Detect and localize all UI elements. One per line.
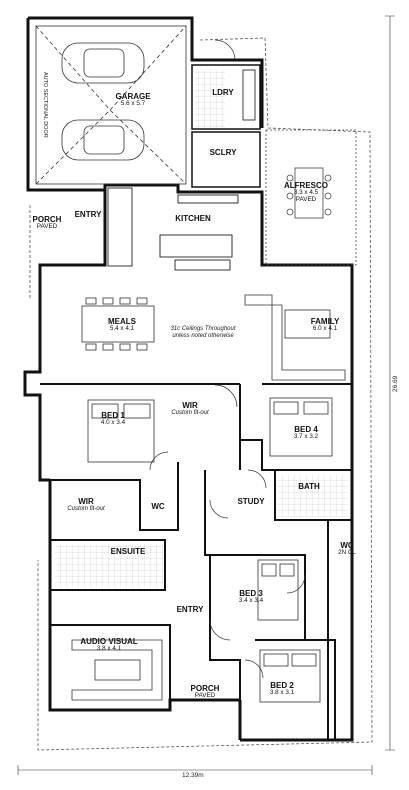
- kitchen: [107, 187, 239, 271]
- dimension-lines: [17, 15, 395, 775]
- site-boundary: [29, 37, 373, 751]
- audio-visual-sofa: [71, 639, 163, 701]
- kitchen-label: KITCHEN: [175, 214, 211, 223]
- ceilings-note: 31c Ceilings Throughout unless noted oth…: [170, 326, 236, 339]
- entry-top-label: ENTRY: [74, 210, 102, 219]
- laundry-tiles: [195, 70, 225, 128]
- scullery-label: SCLRY: [209, 148, 237, 157]
- meals-table: [81, 297, 155, 351]
- bath-tiles: [278, 475, 348, 517]
- alfresco: [265, 129, 357, 266]
- interior-walls: [40, 383, 352, 740]
- garage-door-note: AUTO SECTIONAL DOOR: [42, 72, 48, 138]
- garage: [35, 25, 187, 185]
- laundry-label: LDRY: [212, 88, 234, 97]
- exterior-walls: [23, 16, 354, 742]
- car-icon: [61, 119, 145, 161]
- bed-furniture: [87, 397, 333, 703]
- entry-main-label: ENTRY: [176, 605, 204, 614]
- car-icon: [61, 42, 145, 84]
- service-area: [191, 64, 261, 188]
- bath-label: BATH: [298, 482, 320, 491]
- width-dimension: 12.39m: [182, 772, 204, 779]
- ensuite-label: ENSUITE: [110, 547, 146, 556]
- door-swings: [149, 39, 306, 679]
- wc1-label: WC: [151, 502, 165, 511]
- ensuite-tiles: [55, 545, 163, 587]
- depth-dimension: 26.69: [392, 375, 399, 392]
- study-label: STUDY: [237, 497, 265, 506]
- family-sofa: [244, 294, 346, 381]
